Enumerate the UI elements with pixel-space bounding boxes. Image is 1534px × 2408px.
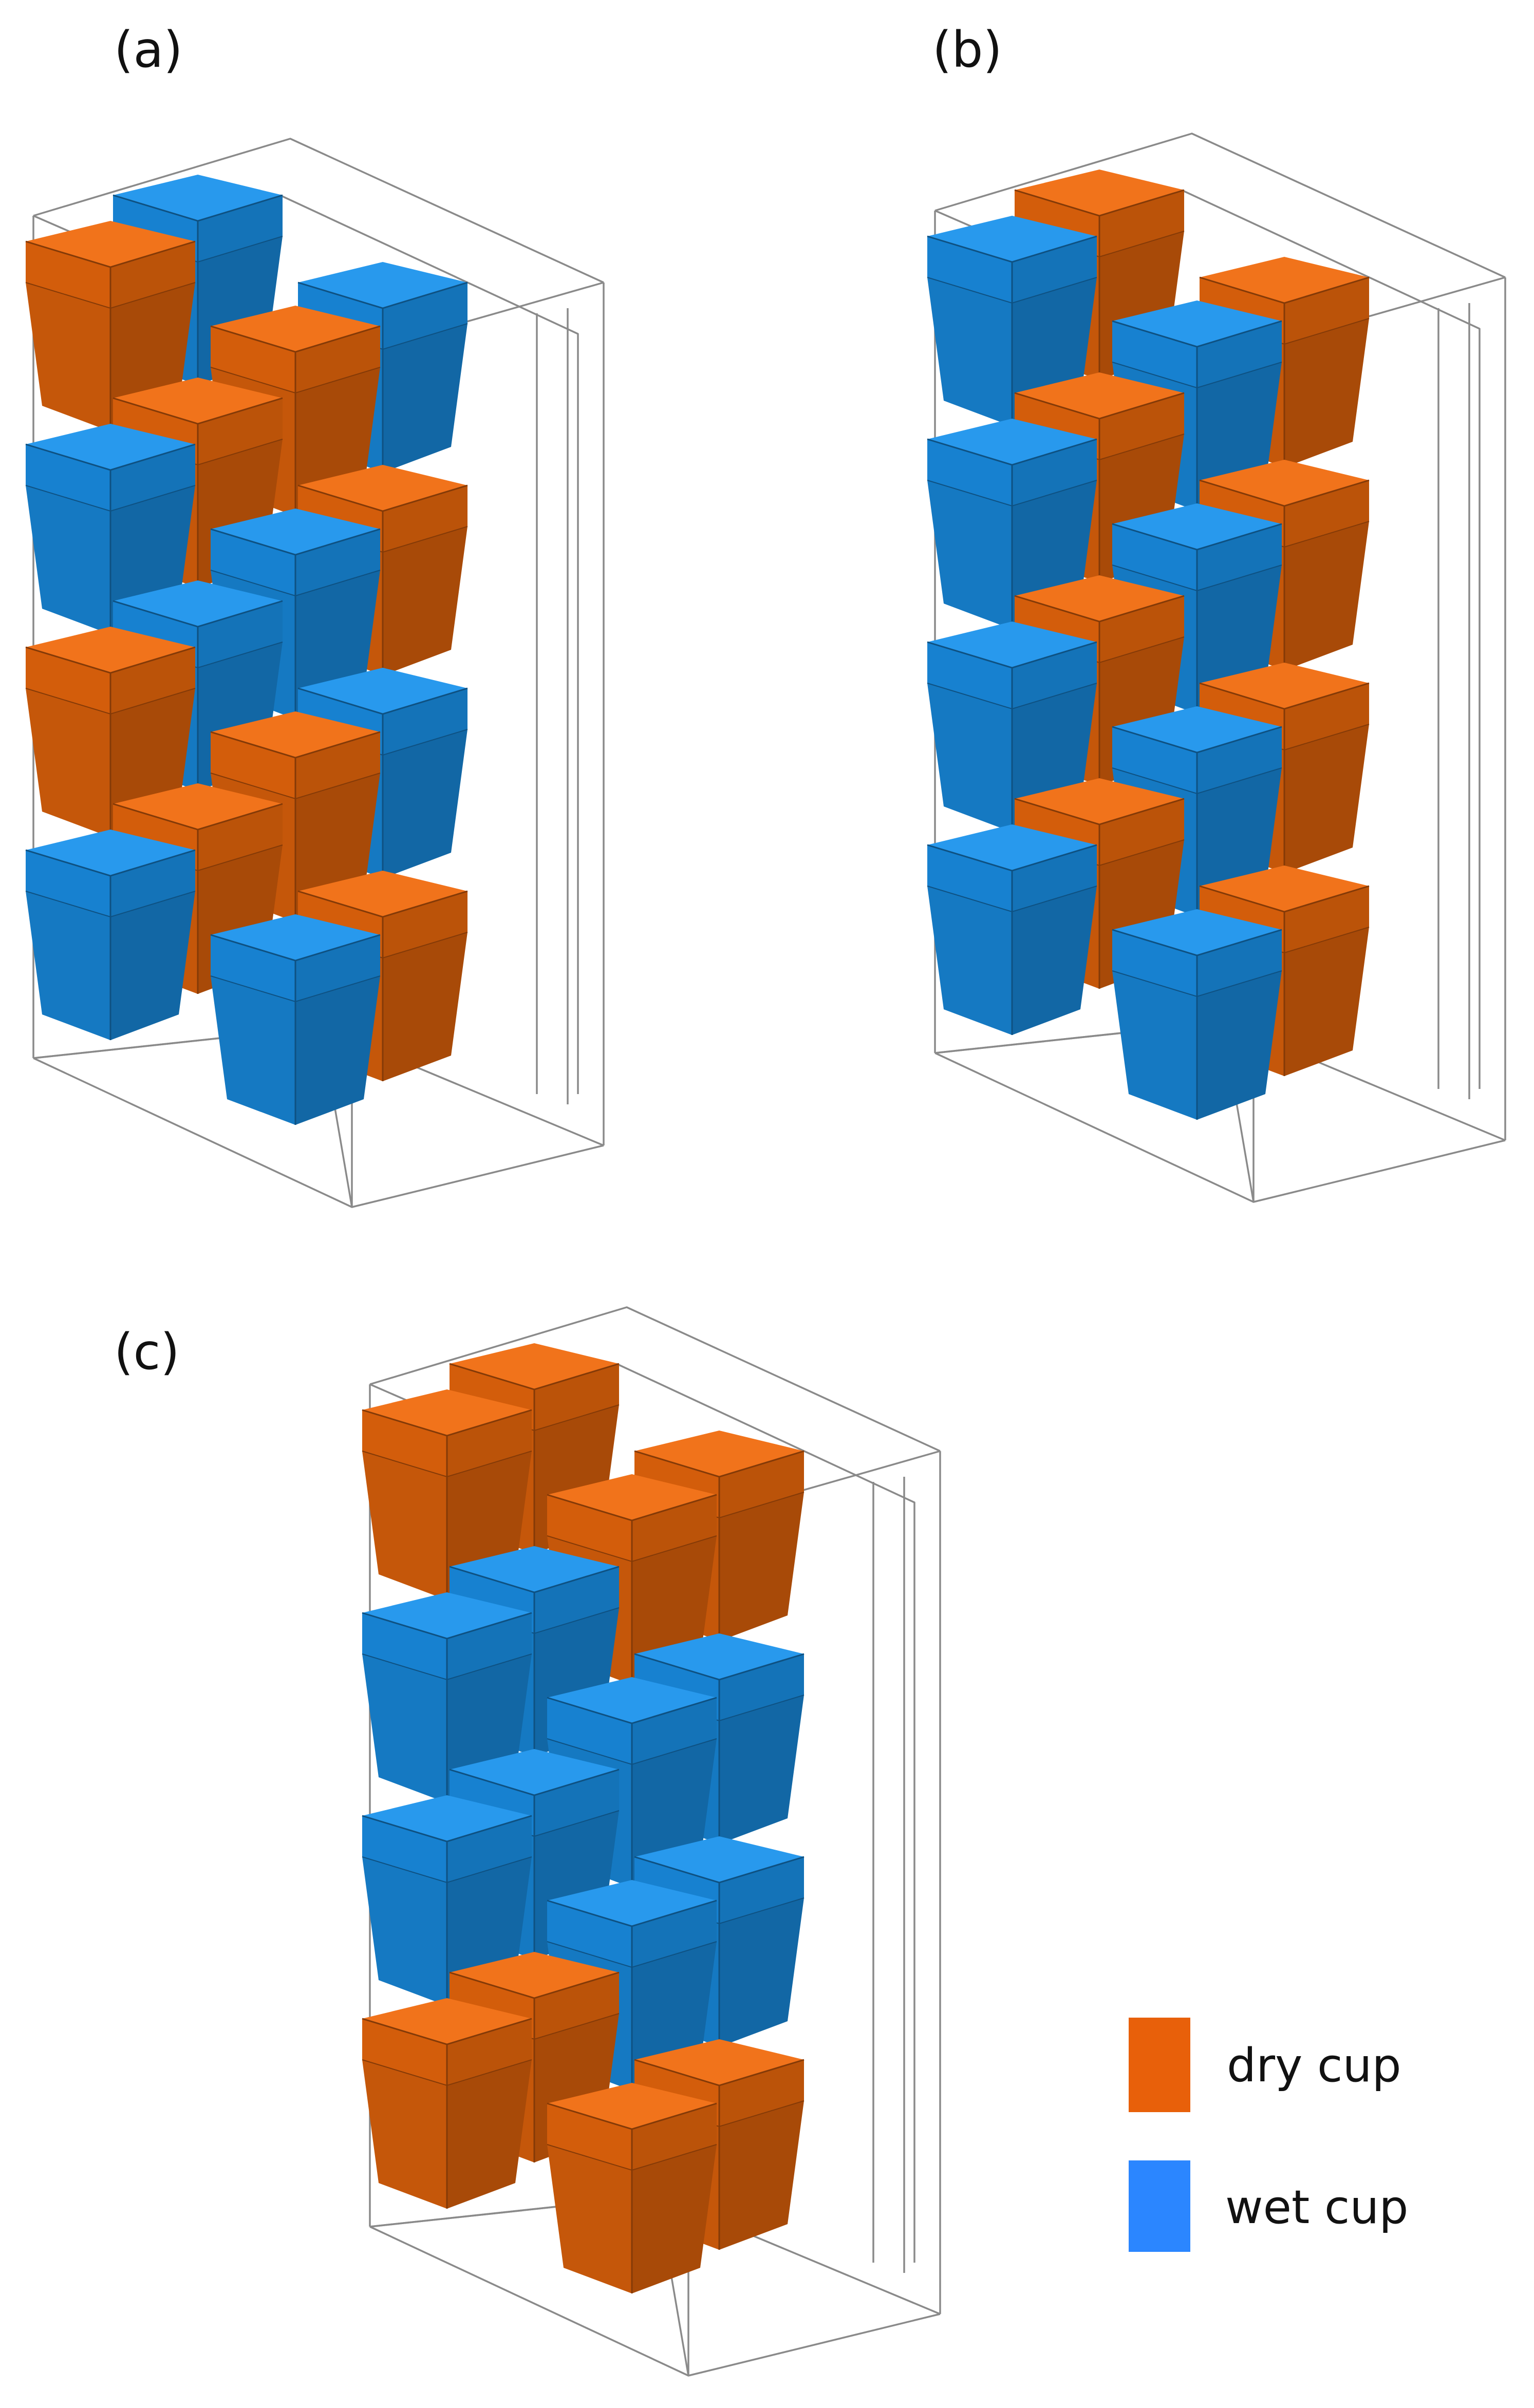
- legend: dry cup wet cup: [1129, 2018, 1409, 2252]
- panel-a: (a): [25, 21, 605, 1208]
- cup: [547, 2083, 717, 2293]
- cup: [362, 1998, 532, 2209]
- panel-c: (c): [114, 1306, 941, 2377]
- cup: [25, 830, 196, 1040]
- legend-swatch-dry: [1129, 2018, 1190, 2112]
- cup: [210, 914, 381, 1125]
- panel-b: (b): [927, 21, 1506, 1203]
- panel-label: (b): [932, 21, 1002, 79]
- legend-label-wet: wet cup: [1225, 2180, 1409, 2234]
- legend-swatch-wet: [1129, 2160, 1190, 2252]
- cup: [927, 216, 1097, 426]
- panel-label: (a): [114, 21, 183, 79]
- cup: [927, 824, 1097, 1035]
- legend-label-dry: dry cup: [1227, 2039, 1401, 2093]
- cup: [25, 627, 196, 837]
- cup: [1112, 909, 1282, 1120]
- panel-label: (c): [114, 1323, 180, 1381]
